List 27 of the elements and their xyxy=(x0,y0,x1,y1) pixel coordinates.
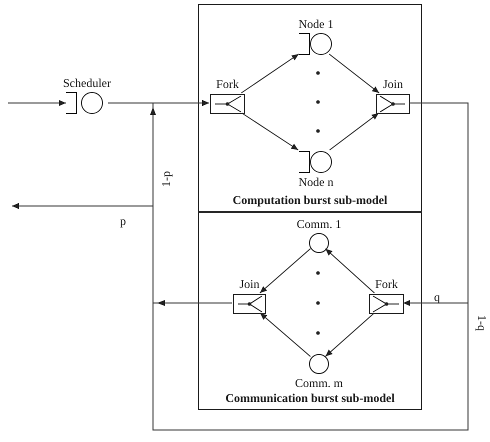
node-label: Fork xyxy=(216,77,239,91)
arrow xyxy=(329,112,380,150)
panel-title: Computation burst sub-model xyxy=(232,193,388,207)
node-label: Comm. 1 xyxy=(296,217,342,231)
arrow xyxy=(328,54,380,94)
arrow xyxy=(324,248,375,294)
edge-label: p xyxy=(120,214,126,228)
arrow xyxy=(12,102,468,430)
arrow xyxy=(260,312,311,357)
node-label: Comm. m xyxy=(295,376,343,390)
node-label: Node n xyxy=(298,175,334,189)
edge-label: 1-q xyxy=(475,315,489,331)
node-label: Node 1 xyxy=(298,17,334,31)
node-label: Join xyxy=(240,277,260,291)
node-label: Scheduler xyxy=(63,76,111,90)
arrow xyxy=(8,100,66,106)
edge-label: q xyxy=(434,290,440,304)
arrow xyxy=(259,248,311,294)
submodel-panel xyxy=(198,4,422,212)
panel-title: Communication burst sub-model xyxy=(224,391,396,405)
node-label: Join xyxy=(383,77,403,91)
arrow xyxy=(241,112,299,150)
arrow xyxy=(240,54,300,94)
arrow xyxy=(324,312,375,357)
submodel-panel xyxy=(198,212,422,410)
edge-label: 1-p xyxy=(159,171,173,187)
node-label: Fork xyxy=(375,277,398,291)
